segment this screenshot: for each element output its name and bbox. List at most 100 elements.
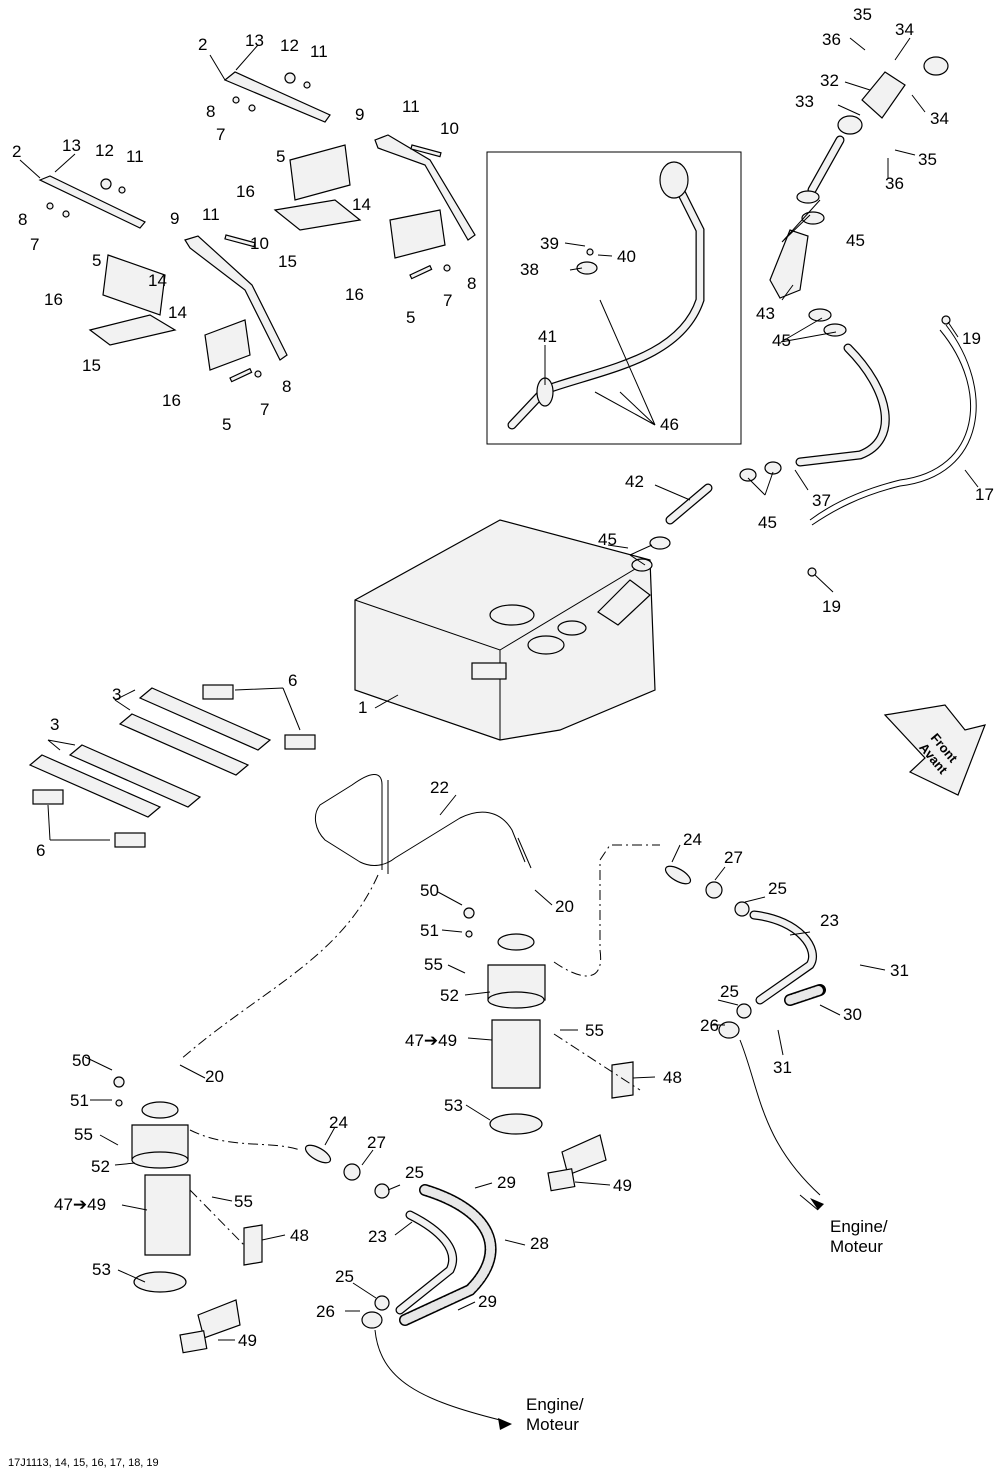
callout-47-arrow-49: 47➔49 (405, 1031, 457, 1050)
callout-20: 20 (555, 897, 574, 916)
callout-37: 37 (812, 491, 831, 510)
callout-36: 36 (885, 174, 904, 193)
callout-38: 38 (520, 260, 539, 279)
callout-6: 6 (36, 841, 45, 860)
callout-28: 28 (530, 1234, 549, 1253)
callout-25: 25 (768, 879, 787, 898)
callout-51: 51 (70, 1091, 89, 1110)
callout-50: 50 (420, 881, 439, 900)
callout-14: 14 (148, 271, 167, 290)
callout-24: 24 (329, 1113, 348, 1132)
callout-40: 40 (617, 247, 636, 266)
callout-8: 8 (467, 274, 476, 293)
callout-23: 23 (820, 911, 839, 930)
callout-36: 36 (822, 30, 841, 49)
callout-35: 35 (853, 5, 872, 24)
callout-29: 29 (478, 1292, 497, 1311)
callout-7: 7 (260, 400, 269, 419)
callout-29: 29 (497, 1173, 516, 1192)
callout-7: 7 (443, 291, 452, 310)
leader-lines (19, 37, 979, 1341)
callout-46: 46 (660, 415, 679, 434)
callout-2: 2 (198, 35, 207, 54)
callout-52: 52 (91, 1157, 110, 1176)
callout-25: 25 (405, 1163, 424, 1182)
callout-9: 9 (170, 209, 179, 228)
callout-53: 53 (92, 1260, 111, 1279)
fuel-tank (354, 519, 656, 741)
callout-26: 26 (700, 1016, 719, 1035)
callout-31: 31 (890, 961, 909, 980)
callout-9: 9 (355, 105, 364, 124)
callout-15: 15 (82, 356, 101, 375)
callout-45: 45 (772, 331, 791, 350)
callout-48: 48 (663, 1068, 682, 1087)
callout-10: 10 (440, 119, 459, 138)
callout-16: 16 (162, 391, 181, 410)
callout-8: 8 (206, 102, 215, 121)
callout-3: 3 (50, 715, 59, 734)
callout-1: 1 (358, 698, 367, 717)
callout-5: 5 (222, 415, 231, 434)
callout-22: 22 (430, 778, 449, 797)
callout-16: 16 (236, 182, 255, 201)
callout-19: 19 (822, 597, 841, 616)
callout-47-arrow-49: 47➔49 (54, 1195, 106, 1214)
callout-5: 5 (406, 308, 415, 327)
callout-13: 13 (62, 136, 81, 155)
callout-45: 45 (758, 513, 777, 532)
callout-8: 8 (282, 377, 291, 396)
callout-49: 49 (613, 1176, 632, 1195)
bracket-group-left (38, 175, 288, 383)
callout-51: 51 (420, 921, 439, 940)
engine-label: Engine/ (526, 1395, 584, 1414)
tank-pads (28, 684, 316, 848)
callout-15: 15 (278, 252, 297, 271)
engine-label: Engine/ (830, 1217, 888, 1236)
callout-19: 19 (962, 329, 981, 348)
callout-43: 43 (756, 304, 775, 323)
callout-3: 3 (112, 685, 121, 704)
callout-25: 25 (335, 1267, 354, 1286)
callout-26: 26 (316, 1302, 335, 1321)
callout-35: 35 (918, 150, 937, 169)
callout-48: 48 (290, 1226, 309, 1245)
figure-code: 17J1113, 14, 15, 16, 17, 18, 19 (8, 1457, 159, 1469)
engine-annotation-left: Engine/ Moteur (498, 1395, 584, 1434)
callout-13: 13 (245, 31, 264, 50)
callout-11: 11 (402, 97, 420, 116)
callout-6: 6 (288, 671, 297, 690)
fuel-pump-left (113, 1076, 263, 1354)
callout-12: 12 (280, 36, 299, 55)
bracket-group-center (223, 71, 476, 280)
callout-55: 55 (74, 1125, 93, 1144)
callout-12: 12 (95, 141, 114, 160)
callout-10: 10 (250, 234, 269, 253)
callout-42: 42 (625, 472, 644, 491)
callout-30: 30 (843, 1005, 862, 1024)
callout-45: 45 (598, 530, 617, 549)
callout-25: 25 (720, 982, 739, 1001)
callout-8: 8 (18, 210, 27, 229)
parts-drawing (28, 56, 986, 1421)
callout-24: 24 (683, 830, 702, 849)
callout-27: 27 (724, 848, 743, 867)
callout-labels: 1 2 2 3 3 5 5 5 5 6 6 7 7 7 7 8 8 8 8 9 … (12, 5, 994, 1350)
callout-55: 55 (424, 955, 443, 974)
callout-11: 11 (126, 147, 144, 166)
callout-5: 5 (92, 251, 101, 270)
front-direction-arrow (883, 704, 986, 796)
callout-23: 23 (368, 1227, 387, 1246)
callout-39: 39 (540, 234, 559, 253)
engine-annotation-right: Engine/ Moteur (799, 1194, 888, 1256)
callout-45: 45 (846, 231, 865, 250)
fuel-pump-right (463, 907, 634, 1192)
callout-17: 17 (975, 485, 994, 504)
callout-33: 33 (795, 92, 814, 111)
callout-5: 5 (276, 147, 285, 166)
moteur-label: Moteur (526, 1415, 579, 1434)
moteur-label: Moteur (830, 1237, 883, 1256)
callout-31: 31 (773, 1058, 792, 1077)
callout-32: 32 (820, 71, 839, 90)
